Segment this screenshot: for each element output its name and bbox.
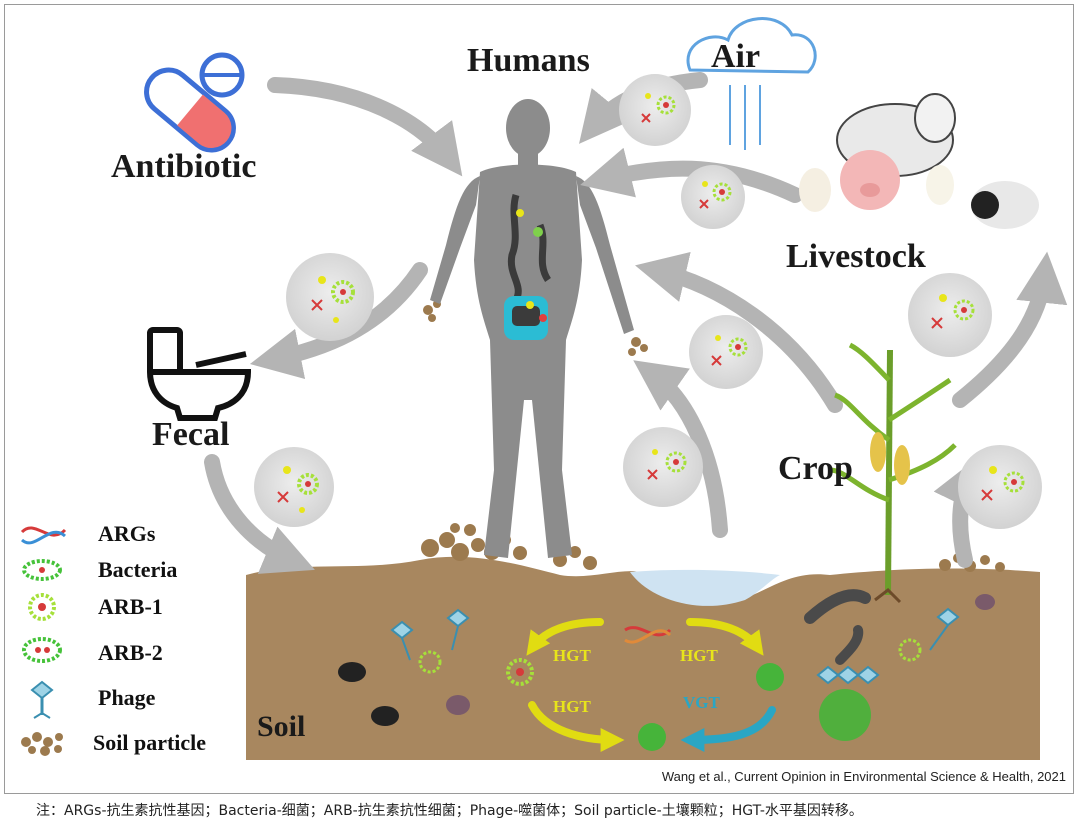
water-pond xyxy=(630,569,780,606)
microbe-bubble xyxy=(681,165,745,229)
arb2-icon xyxy=(22,637,62,663)
microbe-bubble xyxy=(254,447,334,527)
label-humans: Humans xyxy=(467,42,590,79)
antibiotic-pill-icon xyxy=(144,52,245,153)
bacteria-in-soil xyxy=(418,638,922,751)
microbe-bubble xyxy=(958,445,1042,529)
footnote: 注：ARGs-抗生素抗性基因；Bacteria-细菌；ARB-抗生素抗性细菌；P… xyxy=(36,803,863,819)
label-crop: Crop xyxy=(778,450,853,487)
phage-cluster xyxy=(390,607,960,685)
legend-label-phage: Phage xyxy=(98,685,156,710)
hgt-arrow-bottom xyxy=(528,701,625,752)
vgt-arrow xyxy=(680,706,776,752)
microbe-bubble xyxy=(689,315,763,389)
label-air: Air xyxy=(711,38,761,75)
soil-particles xyxy=(421,300,1005,572)
arb1-icon xyxy=(28,593,56,621)
bacteria-icon xyxy=(22,559,62,581)
microbe-bubbles xyxy=(254,74,1042,529)
arrow-crop-to-human xyxy=(635,251,843,413)
hgt-label-top-left: HGT xyxy=(553,646,591,665)
arrow-livestock-to-human xyxy=(580,147,803,203)
arrow-fecal-to-soil xyxy=(204,454,315,574)
arrow-crop-to-livestock xyxy=(952,251,1068,408)
hgt-label-bottom-left: HGT xyxy=(553,697,591,716)
microbe-bubble xyxy=(908,273,992,357)
hgt-label-top-right: HGT xyxy=(680,646,718,665)
gut-organs xyxy=(504,193,552,340)
legend-label-args: ARGs xyxy=(98,521,156,546)
args-dna-icon xyxy=(624,626,672,644)
legend-label-arb2: ARB-2 xyxy=(98,640,163,665)
legend-label-arb1: ARB-1 xyxy=(98,594,163,619)
soil-organisms xyxy=(338,589,995,726)
legend-icons xyxy=(20,526,67,756)
hgt-arrow-top-right xyxy=(686,618,764,656)
human-figure xyxy=(430,99,634,558)
gene-transfer-cycle xyxy=(526,618,776,752)
citation: Wang et al., Current Opinion in Environm… xyxy=(661,769,1066,784)
hgt-arrow-top-left xyxy=(526,618,604,656)
label-livestock: Livestock xyxy=(786,238,926,275)
label-soil: Soil xyxy=(257,710,306,743)
soil-particle-icon xyxy=(21,732,63,756)
label-antibiotic: Antibiotic xyxy=(111,148,257,185)
phage-icon xyxy=(30,680,54,719)
toilet-icon xyxy=(146,327,252,421)
args-icon xyxy=(20,526,67,545)
microbe-bubble xyxy=(619,74,691,146)
livestock-animals xyxy=(799,93,1039,229)
vgt-label: VGT xyxy=(683,693,720,712)
arrow-antibiotic-to-human xyxy=(267,77,463,177)
cloud-icon xyxy=(686,17,817,150)
corn-plant xyxy=(829,342,957,604)
label-fecal: Fecal xyxy=(152,416,230,453)
microbe-bubble xyxy=(286,253,374,341)
microbe-bubble xyxy=(623,427,703,507)
figure-frame xyxy=(4,4,1074,794)
legend-label-bacteria: Bacteria xyxy=(98,557,178,582)
arrow-soil-to-human xyxy=(633,360,728,538)
legend-label-soil-particle: Soil particle xyxy=(93,730,207,755)
